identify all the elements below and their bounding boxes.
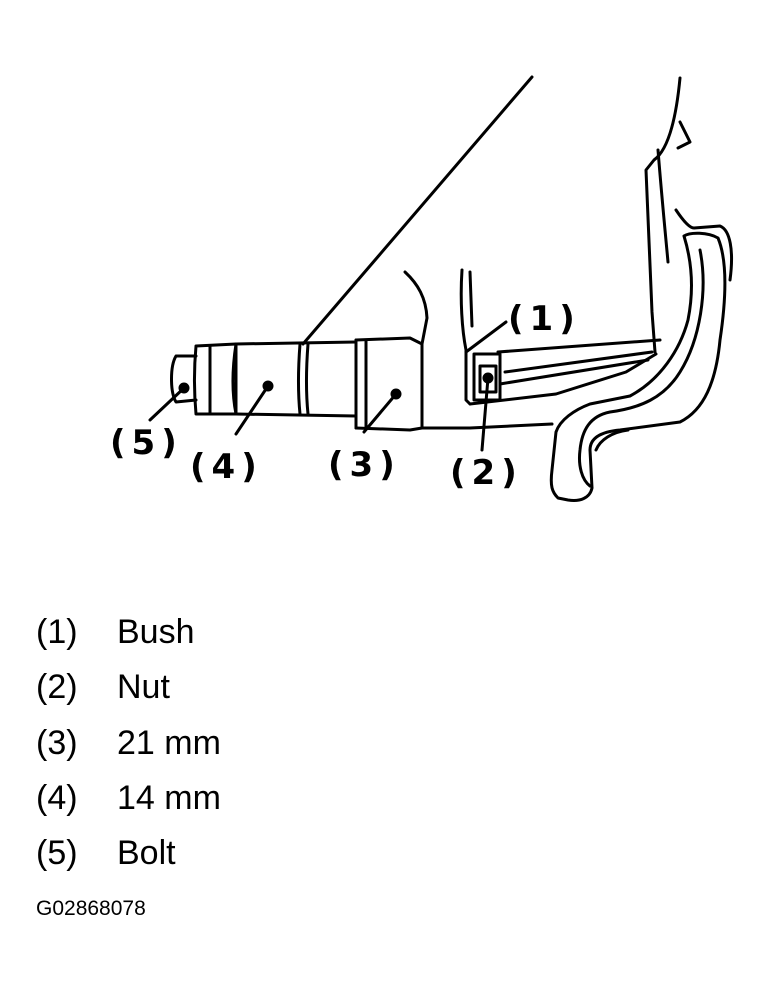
legend-label: Nut [117,668,170,706]
crossbar-top [496,338,662,354]
bracket-outline [549,231,727,502]
callout-5: (5) [110,423,183,463]
leader-dot-4 [262,380,274,392]
leader-dot-2 [482,372,494,384]
segment-14mm-ring-a [297,342,302,416]
arm-line [301,75,534,346]
legend-number: (4) [36,779,78,817]
crossbar-bottom [498,358,650,386]
bolt-head [170,354,198,404]
segment-14mm-ring-b [305,342,310,416]
crossbar-lower [503,350,654,374]
legend-label: 14 mm [117,779,221,817]
segment-14mm-bottom [234,412,358,418]
leader-line-1 [464,320,508,354]
callout-3: (3) [328,445,401,485]
legend-number: (5) [36,834,78,872]
leader-line-5 [148,386,186,422]
leader-line-4 [234,384,270,436]
crossbar-base [468,352,658,406]
figure-id: G02868078 [36,897,146,920]
legend-label: Bush [117,613,195,651]
leader-dot-5 [178,382,190,394]
frame-inner-line [656,148,670,264]
body-slot-line [468,270,474,328]
legend-label: 21 mm [117,724,221,762]
legend-number: (2) [36,668,78,706]
leader-line-2 [480,376,490,452]
bolt-collar [193,342,238,416]
legend-number: (3) [36,724,78,762]
bushing-tool-drawing: (1) (2) (3) (4) (5) [110,75,734,502]
segment-14mm-top [234,340,358,346]
leader-dot-3 [390,388,402,400]
segment-21mm [354,336,424,432]
callout-1: (1) [508,299,581,339]
callout-2: (2) [450,453,523,493]
bracket-inner [578,248,705,488]
frame-flange [674,208,734,282]
frame-tab [676,120,692,150]
frame-outline [644,76,682,354]
body-slot-left [459,268,472,406]
callout-4: (4) [190,447,263,487]
legend-label: Bolt [117,834,176,872]
bracket-rib [594,428,630,452]
legend-number: (1) [36,613,78,651]
leader-line-3 [362,392,398,434]
